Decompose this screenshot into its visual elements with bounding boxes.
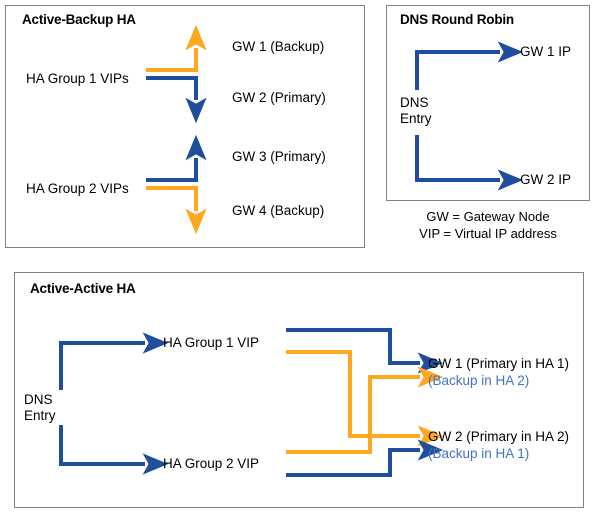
label-ha-group-2-vips: HA Group 2 VIPs	[26, 181, 129, 196]
label-gw1-backup: GW 1 (Backup)	[232, 39, 325, 54]
panel-title-active-backup: Active-Backup HA	[22, 12, 136, 27]
label-dns-entry-line1-rr: DNS	[400, 95, 429, 110]
legend-line-gw: GW = Gateway Node	[426, 209, 550, 224]
legend-line-vip: VIP = Virtual IP address	[419, 226, 557, 241]
label-gw2-aa-primary: GW 2 (Primary in HA 2)	[428, 429, 570, 444]
label-ha-group-2-vip: HA Group 2 VIP	[163, 456, 260, 471]
panel-active-active-ha	[14, 272, 584, 508]
label-gw2-aa-backup: (Backup in HA 1)	[428, 446, 530, 461]
label-ha-group-1-vips: HA Group 1 VIPs	[26, 71, 129, 86]
label-dns-entry-line2-aa: Entry	[24, 408, 56, 423]
label-gw1-aa-backup: (Backup in HA 2)	[428, 373, 530, 388]
label-gw2-aa: GW 2 (Primary in HA 2) (Backup in HA 1)	[428, 428, 569, 462]
label-gw1-aa-primary: GW 1 (Primary in HA 1)	[428, 356, 570, 371]
panel-title-dns-round-robin: DNS Round Robin	[400, 12, 514, 27]
label-dns-entry-line1-aa: DNS	[24, 392, 53, 407]
label-gw1-ip: GW 1 IP	[520, 44, 572, 59]
label-gw2-primary: GW 2 (Primary)	[232, 90, 326, 105]
label-gw2-ip: GW 2 IP	[520, 172, 572, 187]
label-dns-entry-line2-rr: Entry	[400, 111, 432, 126]
panel-title-active-active: Active-Active HA	[30, 281, 136, 296]
label-gw3-primary: GW 3 (Primary)	[232, 149, 326, 164]
legend: GW = Gateway Node VIP = Virtual IP addre…	[386, 208, 590, 242]
label-gw1-aa: GW 1 (Primary in HA 1) (Backup in HA 2)	[428, 355, 569, 389]
label-ha-group-1-vip: HA Group 1 VIP	[163, 335, 260, 350]
label-gw4-backup: GW 4 (Backup)	[232, 203, 325, 218]
